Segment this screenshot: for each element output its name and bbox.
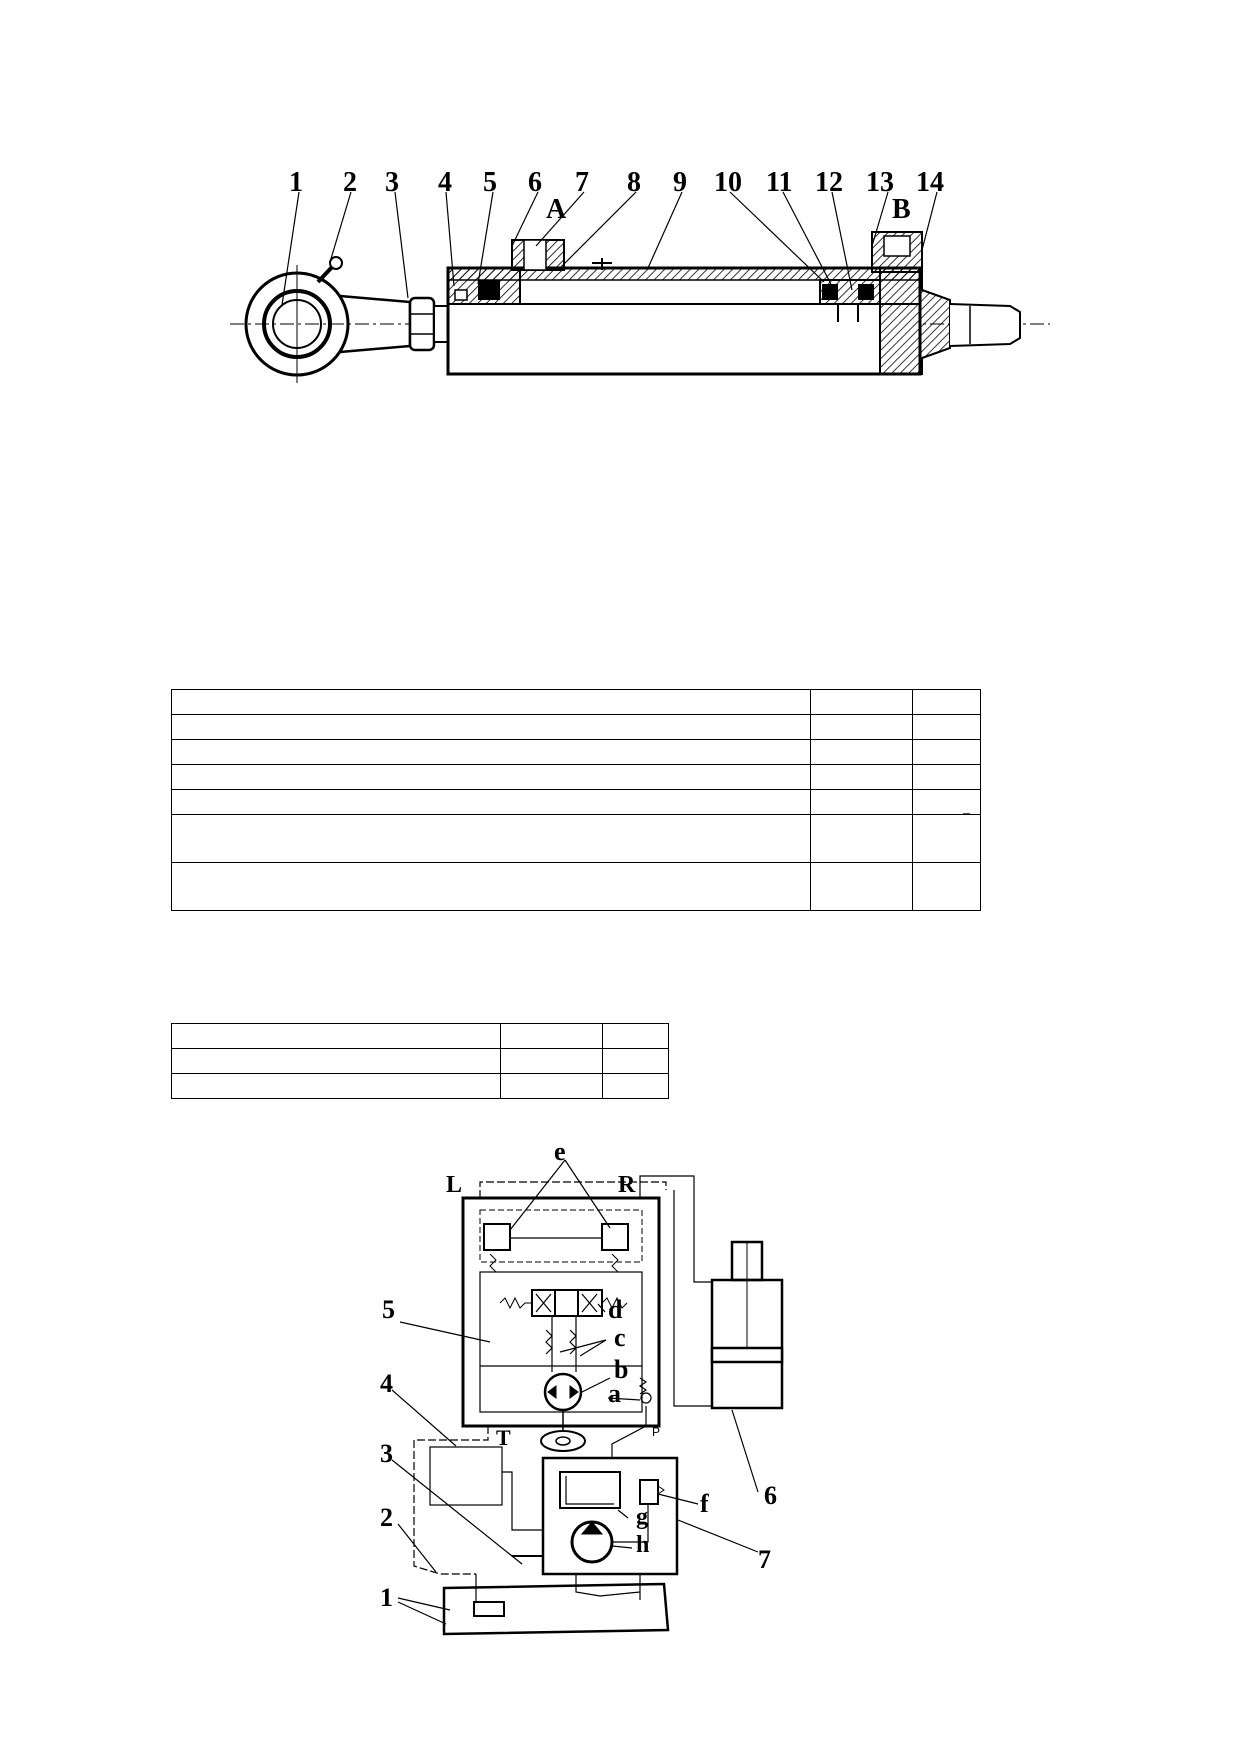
port-label-t: T [496, 1425, 511, 1450]
spec-table: _ [170, 689, 981, 911]
table-row [170, 1048, 669, 1074]
element-label-g: g [636, 1504, 648, 1530]
part-label-11: 11 [766, 167, 792, 198]
metering-motor-b [543, 1372, 583, 1412]
port-label-b: B [892, 194, 911, 225]
part-label-2: 2 [343, 167, 357, 198]
component-label-3: 3 [380, 1439, 393, 1468]
port-label-r: R [618, 1172, 636, 1198]
element-label-f: f [700, 1489, 709, 1518]
component-label-1: 1 [380, 1583, 393, 1612]
port-label-l: L [446, 1172, 462, 1198]
element-label-e: e [554, 1137, 566, 1166]
part-label-3: 3 [385, 167, 399, 198]
component-label-5: 5 [382, 1295, 395, 1324]
table-row [170, 739, 981, 765]
part-label-12: 12 [815, 167, 843, 198]
part-label-10: 10 [714, 167, 742, 198]
part-label-4: 4 [438, 167, 452, 198]
part-label-7: 7 [575, 167, 589, 198]
relief-valve-e-left [483, 1223, 511, 1251]
steering-wheel [540, 1430, 586, 1452]
table-row [170, 1073, 669, 1099]
steering-unit-5 [461, 1196, 661, 1428]
table-row [170, 714, 981, 740]
element-label-d: d [608, 1295, 623, 1324]
end-stub [949, 303, 1021, 347]
component-label-7: 7 [758, 1545, 771, 1574]
small-table [170, 1023, 669, 1099]
end-cap [879, 267, 951, 375]
part-label-9: 9 [673, 167, 687, 198]
part-label-5: 5 [483, 167, 497, 198]
part-label-6: 6 [528, 167, 542, 198]
component-label-4: 4 [380, 1369, 393, 1398]
table-row [170, 764, 981, 790]
lock-nut [408, 296, 436, 352]
relief-valve-e-right [601, 1223, 629, 1251]
part-label-14: 14 [916, 167, 944, 198]
flow-valve-f [639, 1479, 659, 1505]
part-label-13: 13 [866, 167, 894, 198]
part-label-8: 8 [627, 167, 641, 198]
table-row [170, 1023, 669, 1049]
pump-unit-7 [541, 1456, 679, 1576]
element-label-a: a [608, 1379, 621, 1408]
element-label-c: c [614, 1323, 626, 1352]
port-label-p: P [652, 1425, 660, 1439]
cylinder-drawing: 1 2 3 4 5 6 7 8 9 10 11 12 13 14 A B [230, 167, 1050, 383]
element-label-h: h [636, 1532, 649, 1558]
table-row [170, 689, 981, 715]
directional-valve-d [531, 1289, 603, 1317]
steering-cylinder-6 [710, 1278, 784, 1410]
engine-4 [429, 1446, 503, 1506]
component-label-2: 2 [380, 1503, 393, 1532]
cylinder-barrel [446, 266, 922, 376]
table-row [170, 862, 981, 911]
pump-h [570, 1520, 614, 1564]
reservoir-1 [442, 1582, 670, 1636]
element-label-b: b [614, 1355, 628, 1384]
leader-lines [281, 191, 938, 306]
port-label-a: A [546, 194, 567, 225]
table-row [170, 814, 981, 863]
part-label-1: 1 [289, 167, 303, 198]
component-label-6: 6 [764, 1481, 777, 1510]
grease-nipple [316, 256, 343, 284]
table-row: _ [170, 789, 981, 816]
